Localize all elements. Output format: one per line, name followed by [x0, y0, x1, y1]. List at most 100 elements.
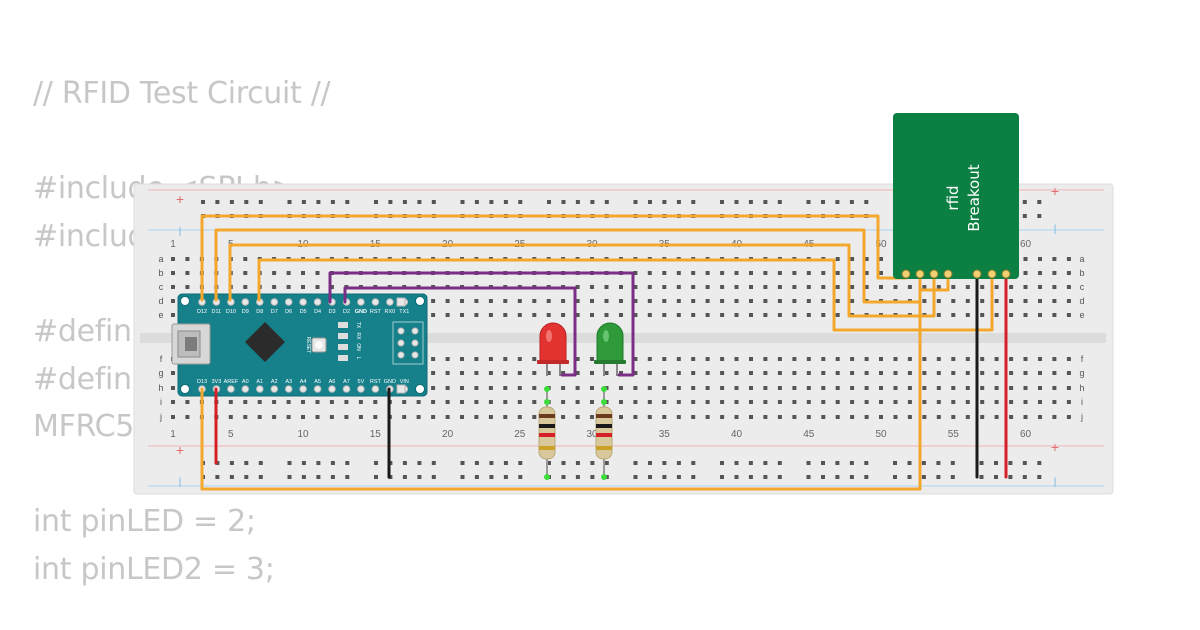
- column-number-top: 60: [1020, 239, 1032, 250]
- breadboard-hole: [821, 285, 826, 289]
- breadboard-hole: [951, 299, 956, 303]
- breadboard-hole: [228, 400, 233, 404]
- breadboard-hole: [344, 415, 349, 419]
- breadboard-hole: [633, 313, 638, 317]
- row-letter-left: h: [158, 383, 163, 393]
- rail-hole: [489, 475, 494, 479]
- breadboard-hole: [763, 415, 768, 419]
- breadboard-hole: [720, 271, 725, 275]
- breadboard-hole: [546, 313, 551, 317]
- breadboard-hole: [893, 357, 898, 361]
- rail-hole: [518, 475, 523, 479]
- nano-bottom-pin-square: [396, 384, 406, 394]
- breadboard-hole: [619, 313, 623, 317]
- rail-hole: [503, 461, 508, 465]
- breadboard-hole: [662, 271, 667, 275]
- breadboard-hole: [951, 357, 956, 361]
- breadboard-hole: [936, 299, 941, 303]
- breadboard-hole: [763, 386, 768, 390]
- rail-hole: [633, 200, 638, 204]
- breadboard-hole: [488, 386, 493, 390]
- breadboard-hole: [879, 285, 883, 289]
- breadboard-hole: [806, 357, 811, 361]
- breadboard-hole: [1023, 257, 1028, 261]
- breadboard-hole: [1038, 371, 1042, 375]
- breadboard-hole: [431, 357, 436, 361]
- breadboard-hole: [1052, 371, 1057, 375]
- breadboard-hole: [1023, 299, 1028, 303]
- rail-hole: [575, 200, 580, 204]
- breadboard-hole: [835, 386, 840, 390]
- resistor-red-led: [538, 389, 556, 477]
- breadboard-hole: [806, 400, 811, 404]
- breadboard-hole: [373, 415, 378, 419]
- breadboard-hole: [705, 313, 710, 317]
- breadboard-hole: [879, 386, 883, 390]
- breadboard-hole: [662, 285, 667, 289]
- rail-hole: [1022, 475, 1027, 479]
- breadboard-hole: [763, 285, 768, 289]
- rail-minus-bottom-left: |: [179, 477, 182, 488]
- rail-hole: [648, 200, 652, 204]
- breadboard-hole: [850, 285, 855, 289]
- rail-hole: [893, 461, 897, 465]
- breadboard-hole: [633, 415, 638, 419]
- rail-hole: [907, 475, 912, 479]
- nano-bottom-pin-label: D13: [197, 379, 207, 385]
- breadboard-hole: [488, 357, 493, 361]
- nano-top-pin-square: [396, 297, 406, 307]
- breadboard-hole: [720, 400, 725, 404]
- breadboard-hole: [734, 371, 739, 375]
- rfid-pin: [1001, 269, 1011, 279]
- breadboard-hole: [749, 357, 753, 361]
- breadboard-hole: [619, 415, 623, 419]
- breadboard-hole: [171, 257, 175, 261]
- breadboard-hole: [243, 257, 248, 261]
- breadboard-hole: [171, 285, 175, 289]
- breadboard-hole: [619, 285, 623, 289]
- breadboard-hole: [1009, 285, 1014, 289]
- breadboard-hole: [936, 285, 941, 289]
- rail-hole: [244, 475, 249, 479]
- rail-hole: [460, 475, 465, 479]
- breadboard-hole: [777, 357, 782, 361]
- rail-hole: [518, 200, 523, 204]
- rail-hole: [720, 200, 724, 204]
- breadboard-hole: [647, 400, 652, 404]
- rail-hole: [1037, 214, 1042, 218]
- rail-hole: [215, 475, 220, 479]
- breadboard-hole: [301, 415, 305, 419]
- rail-hole: [258, 475, 263, 479]
- breadboard-hole: [922, 371, 927, 375]
- nano-bottom-pin-label: A7: [343, 379, 350, 385]
- breadboard-hole: [445, 357, 450, 361]
- breadboard-hole: [835, 313, 840, 317]
- rail-hole: [821, 475, 825, 479]
- breadboard-hole: [575, 400, 580, 404]
- rail-hole: [691, 200, 696, 204]
- breadboard-hole: [1023, 386, 1028, 390]
- rail-hole: [503, 475, 508, 479]
- breadboard-hole: [1009, 400, 1014, 404]
- rail-hole: [402, 475, 407, 479]
- breadboard-hole: [676, 271, 681, 275]
- rail-hole: [590, 461, 595, 465]
- breadboard-hole: [503, 386, 508, 390]
- rail-hole: [460, 461, 465, 465]
- breadboard-hole: [503, 400, 508, 404]
- rail-hole: [244, 200, 249, 204]
- breadboard-hole: [907, 415, 912, 419]
- nano-bottom-pin: [371, 385, 380, 393]
- breadboard-hole: [879, 415, 883, 419]
- nano-top-pin: [299, 298, 307, 306]
- row-letter-left: b: [158, 268, 163, 278]
- breadboard-hole: [691, 400, 696, 404]
- breadboard-hole: [604, 371, 609, 375]
- breadboard-hole: [907, 400, 912, 404]
- breadboard-hole: [474, 400, 479, 404]
- nano-bottom-pin-label: AREF: [224, 379, 239, 385]
- breadboard-hole: [517, 371, 522, 375]
- breadboard-hole: [619, 371, 623, 375]
- rfid-breakout: rfid Breakout: [893, 113, 1019, 279]
- icsp-pins: [397, 327, 419, 359]
